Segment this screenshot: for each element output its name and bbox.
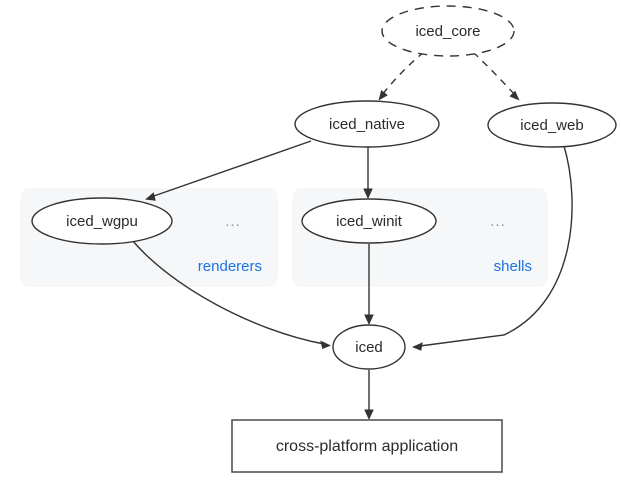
node-iced-shape[interactable] xyxy=(332,324,406,370)
node-iced-label: iced xyxy=(355,339,383,356)
node-iced-web-label: iced_web xyxy=(520,117,583,134)
node-iced-web[interactable]: iced_web xyxy=(487,102,617,148)
edges-group xyxy=(131,51,573,420)
edge-winit-to-iced-arrowhead xyxy=(364,314,374,325)
edge-wgpu-to-iced-arrowhead xyxy=(320,340,331,349)
edge-iced-to-application-arrowhead xyxy=(364,409,374,420)
node-application[interactable]: cross-platform application xyxy=(231,419,503,473)
node-iced-native-shape[interactable] xyxy=(294,100,440,148)
nodes-group: iced_core iced_native iced_web iced_wgpu… xyxy=(31,5,617,473)
edge-native-to-winit-arrowhead xyxy=(363,188,373,199)
node-iced-winit-shape[interactable] xyxy=(301,198,437,244)
edge-core-to-native-arrowhead xyxy=(378,90,388,101)
node-application-shape[interactable] xyxy=(231,419,503,473)
edge-wgpu-to-iced xyxy=(131,239,325,345)
node-iced-core[interactable]: iced_core xyxy=(381,5,515,57)
node-iced-core-shape[interactable] xyxy=(381,5,515,57)
node-iced-core-label: iced_core xyxy=(415,23,480,40)
node-iced-wgpu-label: iced_wgpu xyxy=(66,213,138,230)
edge-native-to-wgpu xyxy=(150,140,312,198)
edge-native-to-wgpu-arrowhead xyxy=(145,192,156,201)
node-iced-native[interactable]: iced_native xyxy=(294,100,440,148)
cluster-labels-group: ... ... renderers shells xyxy=(198,213,532,275)
renderers-more-icon: ... xyxy=(225,213,241,230)
node-application-label: cross-platform application xyxy=(276,438,458,455)
edge-core-to-web-arrowhead xyxy=(509,90,520,101)
edge-web-to-iced xyxy=(419,145,573,347)
edge-web-to-iced-arrowhead xyxy=(412,342,423,351)
node-iced-wgpu-shape[interactable] xyxy=(31,197,173,245)
shells-more-icon: ... xyxy=(490,213,506,230)
node-iced[interactable]: iced xyxy=(332,324,406,370)
node-iced-web-shape[interactable] xyxy=(487,102,617,148)
cluster-label-shells: shells xyxy=(494,258,532,275)
node-iced-winit-label: iced_winit xyxy=(336,213,403,230)
node-iced-winit[interactable]: iced_winit xyxy=(301,198,437,244)
node-iced-wgpu[interactable]: iced_wgpu xyxy=(31,197,173,245)
edge-core-to-web xyxy=(472,51,516,96)
edge-core-to-native xyxy=(381,51,425,96)
cluster-label-renderers: renderers xyxy=(198,258,262,275)
node-iced-native-label: iced_native xyxy=(329,116,405,133)
